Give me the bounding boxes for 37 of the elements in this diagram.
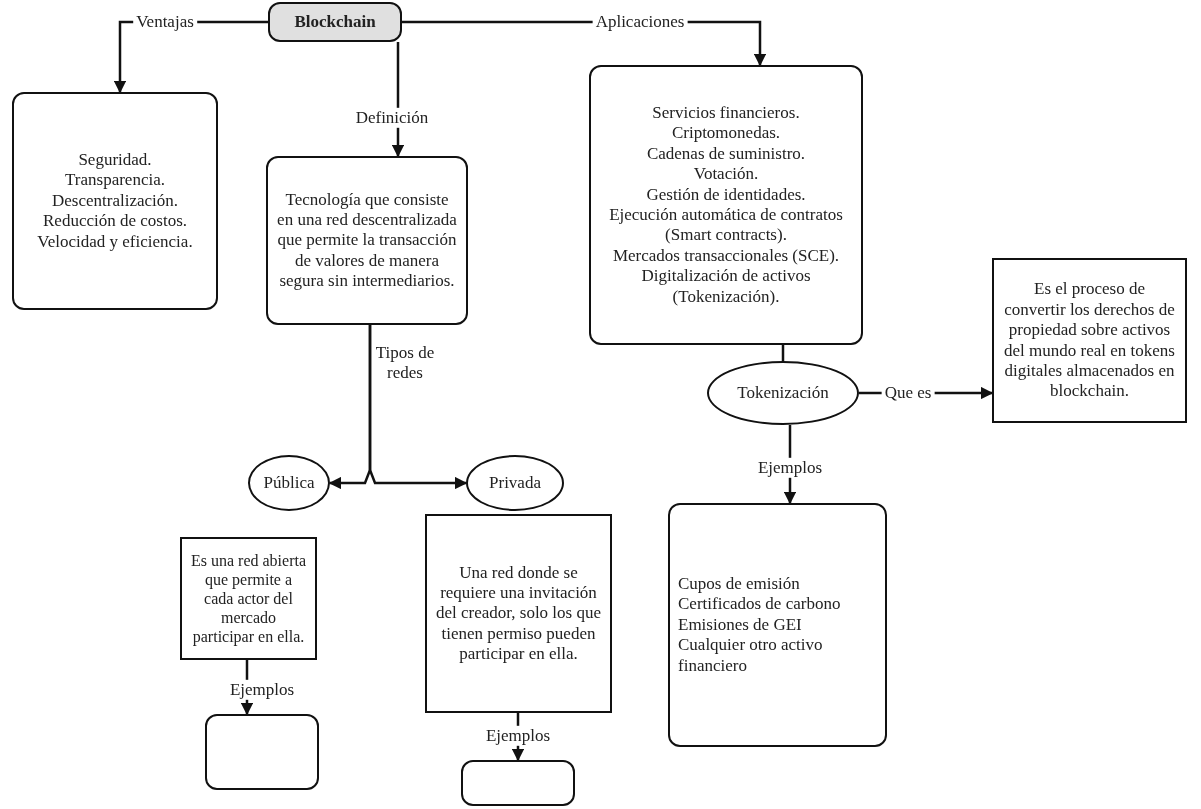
node-text: Pública bbox=[263, 472, 315, 494]
node-text: Certificados de carbono bbox=[678, 594, 841, 615]
node-text: Tokenización bbox=[737, 382, 829, 404]
text-box bbox=[425, 514, 612, 713]
empty-box bbox=[205, 714, 319, 790]
node-text: Digitalización de activos (Tokenización). bbox=[640, 266, 812, 307]
text-box bbox=[992, 258, 1187, 423]
node-text: Cualquier otro activo financiero bbox=[678, 635, 824, 676]
node-text: Emisiones de GEI bbox=[678, 614, 802, 636]
text-box bbox=[12, 92, 218, 310]
edge-label: Tipos de redes bbox=[374, 342, 436, 384]
node-text: Mercados transaccionales (SCE). bbox=[612, 245, 840, 267]
node-text: Servicios financieros. bbox=[652, 103, 800, 124]
node-text: Tecnología que consiste en una red descentralizada que permite la transacción de valores de manera segura sin intermediarios. bbox=[276, 189, 458, 292]
node-text: Velocidad y eficiencia. bbox=[37, 231, 193, 252]
node-text: Reducción de costos. bbox=[43, 211, 187, 232]
text-box bbox=[589, 65, 863, 345]
node-text: Una red donde se requiere una invitación del creador, solo los que tienen permiso pueden participar en ella. bbox=[435, 562, 602, 665]
node-text: Criptomonedas. bbox=[671, 123, 781, 144]
node-text: Blockchain bbox=[294, 11, 376, 33]
text-box bbox=[668, 503, 887, 747]
node-text: Ejecución automática de contratos (Smart contracts). bbox=[608, 205, 844, 246]
text-box bbox=[268, 2, 402, 42]
node-text: Cupos de emisión bbox=[678, 574, 800, 595]
node-text: Transparencia. bbox=[65, 170, 165, 191]
arrow bbox=[368, 325, 468, 490]
text-box bbox=[180, 537, 317, 660]
text-box bbox=[266, 156, 468, 325]
node-text: Es el proceso de convertir los derechos de propiedad sobre activos del mundo real en tokens digitales almacenados en blockchain. bbox=[1003, 279, 1176, 402]
node-text: Seguridad. bbox=[78, 150, 152, 171]
empty-box bbox=[461, 760, 575, 806]
node-text: Gestión de identidades. bbox=[646, 184, 806, 205]
node-text: Descentralización. bbox=[52, 190, 178, 212]
node-text: Votación. bbox=[693, 164, 759, 185]
node-text: Privada bbox=[489, 472, 541, 494]
node-text: Es una red abierta que permite a cada actor del mercado participar en ella. bbox=[190, 550, 307, 647]
node-text: Cadenas de suministro. bbox=[646, 143, 806, 165]
